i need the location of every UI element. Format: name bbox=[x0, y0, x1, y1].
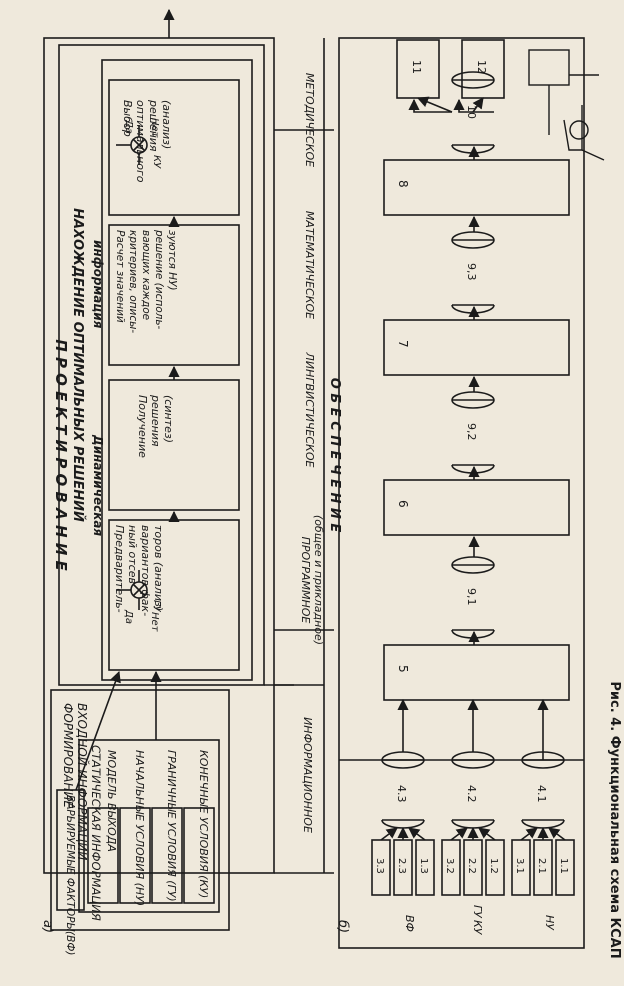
input-info-frame bbox=[50, 689, 230, 931]
store-10 bbox=[451, 71, 495, 154]
group-label-1a: ГУ bbox=[471, 905, 484, 919]
panel-b-label: б) bbox=[335, 920, 350, 933]
design-frame bbox=[43, 37, 275, 874]
stage-1-no: Нет bbox=[149, 612, 160, 633]
stage-2-line-2: (синтез) bbox=[162, 395, 175, 443]
stage-4-line-3: (анализ) bbox=[160, 100, 173, 149]
static-item-1: НАЧАЛЬНЫЕ УСЛОВИЯ (НУ) bbox=[133, 750, 146, 906]
panel-b bbox=[338, 37, 605, 949]
store-4-1-label: 4.1 bbox=[535, 785, 548, 803]
store-9-3 bbox=[451, 231, 495, 314]
group-label-2: ВФ bbox=[403, 915, 416, 932]
static-info-title: СТАТИЧЕСКАЯ ИНФОРМАЦИЯ bbox=[89, 745, 103, 921]
optimal-solutions-frame bbox=[58, 44, 265, 686]
stage-4-line-0: Выбор bbox=[121, 100, 134, 137]
dynamic-info-2: информация bbox=[91, 240, 105, 329]
store-9-1 bbox=[451, 556, 495, 639]
group-label-0: НУ bbox=[543, 915, 556, 931]
input-1-1: 1.1 bbox=[558, 858, 569, 874]
condition-symbol-1 bbox=[116, 570, 148, 610]
stage-1-line-0: Предваритель- bbox=[113, 525, 126, 613]
panel-a bbox=[43, 8, 334, 931]
block-6-label: 6 bbox=[396, 500, 410, 508]
static-item-3: КОНЕЧНЫЕ УСЛОВИЯ (КУ) bbox=[197, 750, 210, 898]
stage-4-yes: Да bbox=[123, 119, 134, 134]
store-10-label: 10 bbox=[465, 105, 478, 119]
support-mathematical: МАТЕМАТИЧЕСКОЕ bbox=[303, 211, 316, 319]
static-item-0: МОДЕЛЬ ВЫХОДА bbox=[105, 750, 118, 852]
store-9-3-label: 9,3 bbox=[465, 263, 478, 281]
support-linguistic: ЛИНГВИСТИЧЕСКОЕ bbox=[303, 352, 316, 468]
support-informational: ИНФОРМАЦИОННОЕ bbox=[301, 717, 314, 833]
block-6 bbox=[383, 479, 570, 536]
store-4-2 bbox=[451, 751, 495, 829]
condition-symbol-4 bbox=[116, 125, 148, 165]
store-9-2 bbox=[451, 391, 495, 474]
operator-workstation-icon bbox=[528, 49, 605, 161]
stage-1-line-1: ный отсев bbox=[126, 525, 139, 584]
output-11-label: 11 bbox=[410, 60, 423, 74]
stage-1-cond: ГУ bbox=[151, 600, 162, 613]
stage-4-cond: КУ bbox=[151, 155, 162, 169]
stage-4-line-1: оптимального bbox=[134, 100, 147, 183]
optimal-title: НАХОЖДЕНИЕ ОПТИМАЛЬНЫХ РЕШЕНИЙ bbox=[70, 208, 86, 522]
stage-4-line-2: решения bbox=[147, 99, 160, 152]
static-item-2: ГРАНИЧНЫЕ УСЛОВИЯ (ГУ) bbox=[165, 750, 178, 902]
block-7-label: 7 bbox=[396, 340, 410, 348]
block-8 bbox=[383, 159, 570, 216]
input-title-1: ФОРМИРОВАНИЕ bbox=[61, 703, 75, 808]
store-4-3-label: 4.3 bbox=[395, 785, 408, 803]
varied-factors: ВАРЬИРУЕМЫЕ ФАКТОРЫ(ВФ) bbox=[64, 795, 76, 955]
input-3-3: 3.3 bbox=[374, 858, 385, 874]
block-5 bbox=[383, 644, 570, 701]
stage-1-line-2: вариантов фак- bbox=[139, 525, 152, 616]
figure-caption: Рис. 4. Функциональная схема КСАП bbox=[607, 681, 622, 958]
dynamic-info-frame bbox=[101, 59, 253, 681]
input-2-1: 2.1 bbox=[536, 858, 547, 874]
static-info-frame bbox=[78, 739, 220, 913]
stage-1-line-3: торов (анализ) bbox=[152, 525, 165, 611]
group-label-1b: КУ bbox=[471, 920, 484, 936]
stage-4-no: Нет bbox=[149, 118, 160, 139]
stage-4-box bbox=[108, 79, 240, 216]
stage-2-line-0: Получение bbox=[136, 395, 149, 458]
group-label-1: ГУ КУ bbox=[471, 905, 484, 936]
input-3-1: 3.1 bbox=[514, 858, 525, 874]
panel-a-label: а) bbox=[40, 920, 55, 933]
block-5-label: 5 bbox=[396, 665, 410, 673]
stage-3-line-1: критериев, описы- bbox=[127, 230, 139, 333]
input-3-2: 3.2 bbox=[444, 858, 455, 874]
support-program-1: ПРОГРАММНОЕ bbox=[299, 537, 312, 624]
design-title: П Р О Е К Т И Р О В А Н И Е bbox=[52, 339, 70, 571]
support-program-2: (общее и прикладное) bbox=[312, 515, 325, 645]
stage-2-line-1: решения bbox=[149, 394, 162, 447]
support-methodical: МЕТОДИЧЕСКОЕ bbox=[303, 73, 316, 167]
output-12-label: 12 bbox=[475, 60, 488, 74]
stage-3-line-3: решение (исполь- bbox=[153, 229, 165, 330]
store-9-2-label: 9,2 bbox=[465, 423, 478, 441]
store-9-1-label: 9,1 bbox=[465, 588, 478, 606]
block-8-label: 8 bbox=[396, 180, 410, 188]
stage-3-line-4: зуются НУ) bbox=[166, 230, 178, 291]
support-word: О Б Е С П Е Ч Е Н И Е bbox=[327, 378, 342, 533]
stage-3-line-0: Расчет значений bbox=[114, 230, 126, 323]
static-items bbox=[56, 789, 215, 911]
dynamic-info-1: Динамическая bbox=[91, 434, 105, 536]
input-2-2: 2.2 bbox=[466, 858, 477, 874]
store-4-2-label: 4.2 bbox=[465, 785, 478, 803]
input-2-3: 2.3 bbox=[396, 858, 407, 874]
panel-b-frame bbox=[338, 37, 585, 949]
input-1-3: 1.3 bbox=[418, 858, 429, 874]
stage-1-yes: Да bbox=[123, 609, 134, 624]
input-title-2: ВХОДНОЙ ИНФОРМАЦИИ bbox=[75, 703, 90, 860]
stage-3-line-2: вающих каждое bbox=[140, 230, 152, 320]
varied-factors-box bbox=[56, 789, 85, 911]
flow-arrow bbox=[75, 670, 121, 791]
support-bracket bbox=[274, 38, 334, 874]
block-7 bbox=[383, 319, 570, 376]
input-1-2: 1.2 bbox=[488, 858, 499, 874]
